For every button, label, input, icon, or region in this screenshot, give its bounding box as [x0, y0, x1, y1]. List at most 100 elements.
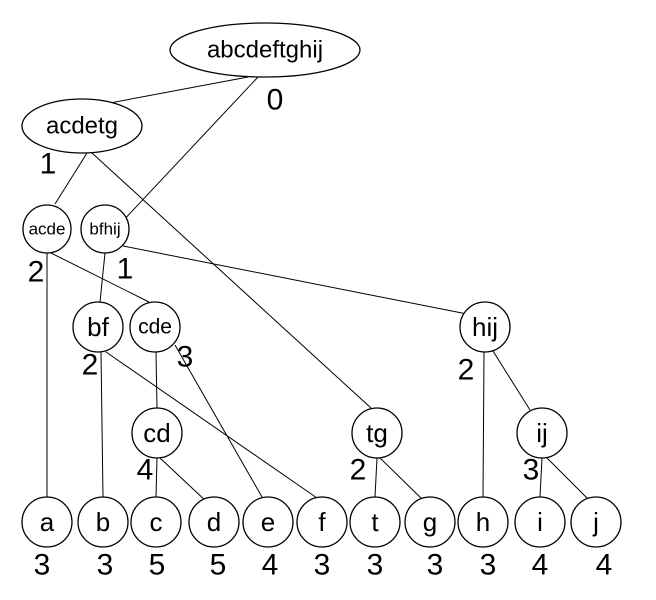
node-f: f	[296, 496, 348, 548]
edge-acde-to-cde	[50, 252, 150, 303]
edge-cd-to-c	[155, 457, 158, 498]
level-label-c: 5	[149, 549, 166, 582]
level-label-cd: 4	[137, 454, 154, 487]
node-shape-cd	[131, 407, 183, 459]
node-label-abcdeftghij: abcdeftghij	[207, 37, 323, 64]
node-shape-bfhij	[80, 204, 130, 254]
node-label-i: i	[537, 507, 543, 537]
node-shape-j	[570, 496, 622, 548]
node-bfhij: bfhij	[80, 204, 130, 254]
node-label-f: f	[318, 507, 326, 537]
edge-cde-to-cd	[155, 351, 158, 409]
node-shape-acdetg	[21, 98, 143, 154]
node-i: i	[514, 496, 566, 548]
edge-bfhij-to-hij	[122, 245, 468, 315]
node-cd: cd	[131, 407, 183, 459]
level-label-d: 5	[210, 549, 227, 582]
node-label-ij: ij	[536, 418, 548, 448]
node-label-hij: hij	[472, 312, 498, 342]
node-label-bfhij: bfhij	[89, 220, 120, 239]
node-shape-cde	[129, 301, 181, 353]
node-a: a	[21, 496, 73, 548]
level-label-j: 4	[596, 549, 613, 582]
node-shape-i	[514, 496, 566, 548]
edge-acdetg-to-tg	[91, 152, 372, 409]
node-shape-t	[349, 496, 401, 548]
node-d: d	[188, 496, 240, 548]
node-label-b: b	[96, 507, 110, 537]
node-b: b	[77, 496, 129, 548]
edge-bf-to-b	[100, 351, 104, 498]
edge-hij-to-h	[482, 351, 485, 498]
node-ij: ij	[516, 407, 568, 459]
level-label-ij: 3	[523, 454, 540, 487]
edges-layer	[24, 76, 590, 504]
level-label-a: 3	[34, 549, 51, 582]
node-e: e	[242, 496, 294, 548]
level-label-t: 3	[367, 549, 384, 582]
node-label-e: e	[261, 507, 275, 537]
edge-abcdeftghij-to-bfhij	[119, 76, 259, 225]
level-label-hij: 2	[458, 354, 475, 387]
edge-cd-to-d	[159, 457, 209, 504]
level-label-g: 3	[427, 549, 444, 582]
edge-hij-to-ij	[492, 350, 531, 411]
edge-cde-to-e	[174, 344, 263, 498]
node-shape-c	[130, 496, 182, 548]
level-label-f: 3	[314, 549, 331, 582]
node-shape-g	[404, 496, 456, 548]
edge-tg-to-t	[374, 457, 378, 498]
node-shape-b	[77, 496, 129, 548]
node-label-j: j	[592, 507, 599, 537]
node-h: h	[457, 496, 509, 548]
level-labels-layer: 0 1 2 1 2 3 2 4 2 3 3 3 5 5 4 3 3 3 3 4 4	[28, 84, 613, 582]
node-acde: acde	[22, 204, 72, 254]
node-c: c	[130, 496, 182, 548]
node-cde: cde	[129, 301, 181, 353]
level-label-i: 4	[532, 549, 549, 582]
node-label-acdetg: acdetg	[46, 113, 118, 140]
level-label-tg: 2	[350, 454, 367, 487]
node-shape-hij	[459, 301, 511, 353]
node-shape-acde	[22, 204, 72, 254]
level-label-acde: 2	[28, 256, 45, 289]
node-label-bf: bf	[87, 312, 109, 342]
level-label-cde: 3	[177, 341, 194, 374]
node-shape-tg	[351, 407, 403, 459]
node-j: j	[570, 496, 622, 548]
edge-ij-to-j	[545, 456, 590, 501]
node-label-h: h	[476, 507, 490, 537]
node-label-tg: tg	[366, 418, 388, 448]
node-hij: hij	[459, 301, 511, 353]
node-label-cd: cd	[143, 418, 170, 448]
node-tg: tg	[351, 407, 403, 459]
node-shape-a	[21, 496, 73, 548]
node-label-g: g	[423, 507, 437, 537]
level-label-bf: 2	[82, 349, 99, 382]
edge-tg-to-g	[379, 457, 424, 501]
node-shape-bf	[72, 301, 124, 353]
level-label-bfhij: 1	[117, 253, 134, 286]
node-t: t	[349, 496, 401, 548]
edge-acdetg-to-acde	[54, 152, 88, 205]
node-label-cde: cde	[138, 316, 172, 339]
edge-bfhij-to-bf	[99, 252, 106, 303]
node-shape-abcdeftghij	[169, 22, 361, 78]
level-label-abcdeftghij: 0	[267, 84, 284, 117]
node-g: g	[404, 496, 456, 548]
node-shape-d	[188, 496, 240, 548]
node-label-t: t	[371, 507, 379, 537]
level-label-e: 4	[262, 549, 279, 582]
node-label-c: c	[150, 507, 163, 537]
node-label-a: a	[40, 507, 55, 537]
edge-bf-to-f	[105, 351, 318, 499]
level-label-acdetg: 1	[40, 148, 57, 181]
node-label-acde: acde	[29, 220, 66, 239]
node-shape-ij	[516, 407, 568, 459]
node-acdetg: acdetg	[21, 98, 143, 154]
level-label-b: 3	[97, 549, 114, 582]
level-label-h: 3	[480, 549, 497, 582]
node-abcdeftghij: abcdeftghij	[169, 22, 361, 78]
